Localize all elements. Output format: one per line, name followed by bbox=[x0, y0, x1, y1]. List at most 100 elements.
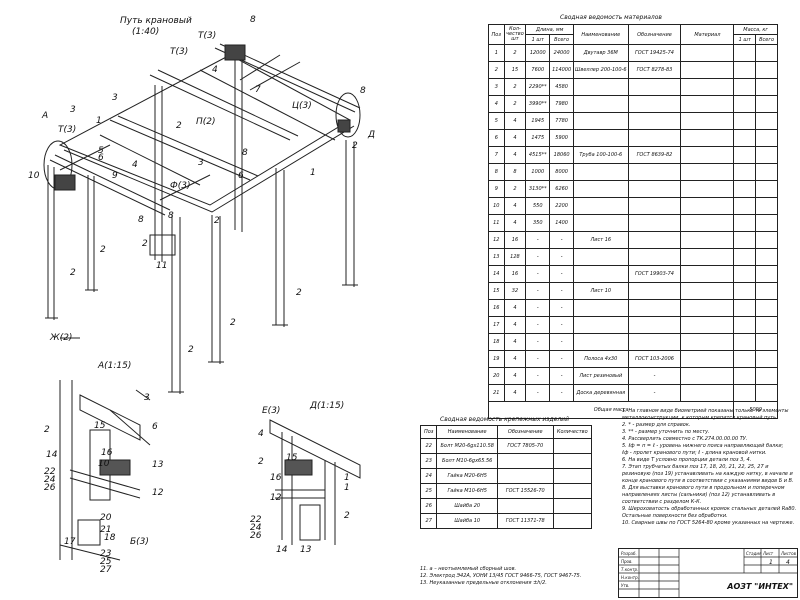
callout-label: 5 bbox=[98, 146, 104, 156]
detail-a-drawing bbox=[59, 380, 151, 561]
note-line: 3. ** - размер уточнить по месту. bbox=[622, 429, 710, 435]
callout-label: 27 bbox=[100, 565, 112, 575]
column-left-back bbox=[87, 175, 95, 292]
main-view-scale: (1:40) bbox=[132, 27, 159, 37]
weld-notes: 11. а – неотъемлемый сборный шов.12. Эле… bbox=[420, 566, 581, 587]
col-pos: Поз bbox=[488, 24, 505, 45]
callout-label: 1 bbox=[96, 116, 102, 126]
callout-label: 23 bbox=[100, 549, 112, 559]
callout-label: 2 bbox=[214, 216, 220, 226]
callout-label: 24 bbox=[250, 523, 262, 533]
callout-label: 8 bbox=[168, 211, 174, 221]
weld-note-line: 12. Электрод Э42А, УОНИ 13/45 ГОСТ 9466-… bbox=[420, 573, 582, 579]
main-view-title: Путь крановый bbox=[120, 16, 192, 26]
callout-label: А bbox=[41, 111, 48, 121]
callout-label: 8 bbox=[242, 148, 248, 158]
callout-label: Б(3) bbox=[130, 537, 149, 547]
detail-d-title: Д(1:15) bbox=[309, 401, 344, 411]
callout-label: 2 bbox=[296, 288, 302, 298]
callout-label: 21 bbox=[100, 525, 111, 535]
weld-note-line: 13. Неуказанные предельные отклонения ±h… bbox=[420, 580, 547, 586]
callout-label: 26 bbox=[250, 531, 262, 541]
callout-label: 15 bbox=[94, 421, 106, 431]
callout-label: 8 bbox=[138, 215, 144, 225]
column-front-center bbox=[171, 215, 181, 394]
note-line: 10. Сварные швы по ГОСТ 5264-80 кроме ук… bbox=[622, 520, 795, 526]
callout-label: 11 bbox=[156, 261, 167, 271]
note-line: 6. На виде Т условно пропорции детали по… bbox=[622, 457, 752, 463]
column-right-back bbox=[345, 140, 355, 287]
callout-label: 3 bbox=[198, 158, 204, 168]
callout-label: 17 bbox=[64, 537, 76, 547]
detail-e-title: Е(3) bbox=[262, 406, 280, 416]
callout-label: 12 bbox=[152, 488, 164, 498]
callout-label: 4 bbox=[258, 429, 264, 439]
note-line: металлоконструкции, к которым крепится к… bbox=[622, 415, 778, 421]
callout-label: 2 bbox=[188, 345, 194, 355]
callout-label: Ц(3) bbox=[292, 101, 312, 111]
callout-label: 2 bbox=[344, 511, 350, 521]
callout-label: Т(3) bbox=[58, 125, 76, 135]
callout-label: 1 bbox=[344, 473, 350, 483]
callout-label: 2 bbox=[142, 239, 148, 249]
callout-label: 10 bbox=[28, 171, 40, 181]
callout-label: 13 bbox=[152, 460, 164, 470]
callout-label: 18 bbox=[104, 533, 116, 543]
callout-label: 22 bbox=[250, 515, 262, 525]
callout-label: Д bbox=[367, 130, 375, 140]
col-qty: Кол-чество шт bbox=[503, 24, 527, 45]
note-line: 9. Шероховатость обработанных кромок ста… bbox=[622, 506, 797, 512]
callout-label: 6 bbox=[98, 153, 104, 163]
note-line: резиновую (поз 19) устанавливать на кажд… bbox=[622, 471, 793, 477]
callout-label: Ф(3) bbox=[170, 181, 191, 191]
callout-label: 6 bbox=[152, 422, 158, 432]
detail-e-drawing bbox=[269, 419, 361, 545]
beam-back bbox=[149, 69, 299, 141]
callout-label: 25 bbox=[100, 557, 112, 567]
callout-label: 2 bbox=[352, 141, 358, 151]
top-frame bbox=[58, 54, 352, 206]
notes-block: 1. На главном виде биометрией показаны т… bbox=[622, 408, 796, 527]
callout-label: 8 bbox=[360, 86, 366, 96]
total-value: 5099 bbox=[733, 401, 778, 419]
title-block: Стадия Лист Листов 1 4 Разраб. Пров. Т.к… bbox=[618, 548, 798, 598]
callout-label: 2 bbox=[176, 121, 182, 131]
column-back-left bbox=[154, 85, 163, 262]
note-line: 8. Для выставки кранового пути в продоль… bbox=[622, 485, 785, 491]
callout-label: 26 bbox=[44, 483, 56, 493]
fasteners-table: Поз Наименование Обозначение Количество … bbox=[419, 425, 593, 529]
callout-label: 6 bbox=[238, 171, 244, 181]
callout-label: 3 bbox=[144, 393, 150, 403]
callout-label: 1 bbox=[344, 483, 350, 493]
fasteners-table-title: Сводная ведомость крепежных изделий bbox=[440, 416, 569, 423]
callout-label: 9 bbox=[112, 171, 118, 181]
callout-label: 16 bbox=[270, 473, 282, 483]
callout-label: Ж(2) bbox=[49, 333, 72, 343]
callout-label: 3 bbox=[112, 93, 118, 103]
callout-label: 24 bbox=[44, 475, 56, 485]
callout-label: 2 bbox=[100, 245, 106, 255]
note-line: Остальные поверхности без обработки. bbox=[622, 513, 728, 519]
